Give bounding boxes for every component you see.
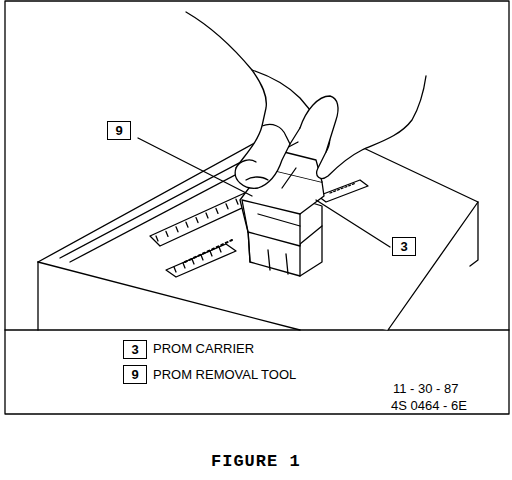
hand xyxy=(186,12,426,188)
callout-number: 9 xyxy=(107,121,131,140)
leader-line xyxy=(138,138,252,196)
leader-line xyxy=(316,200,390,247)
callout-text: 3 xyxy=(131,342,139,357)
callout-number: 3 xyxy=(123,340,147,359)
frame xyxy=(5,1,509,414)
drawing-number: 4S 0464 - 6E xyxy=(391,398,467,413)
callout-number: 9 xyxy=(123,365,147,384)
callout-text: 9 xyxy=(131,367,139,382)
divider xyxy=(5,329,509,330)
drawing-number: 11 - 30 - 87 xyxy=(393,381,459,396)
callout-text: 3 xyxy=(400,239,408,254)
figure-caption: FIGURE 1 xyxy=(211,452,301,471)
window-ticks xyxy=(156,195,248,272)
legend-label: PROM CARRIER xyxy=(153,341,254,356)
callout-text: 9 xyxy=(115,123,123,138)
callout-number: 3 xyxy=(392,237,416,256)
legend-label: PROM REMOVAL TOOL xyxy=(153,367,296,382)
